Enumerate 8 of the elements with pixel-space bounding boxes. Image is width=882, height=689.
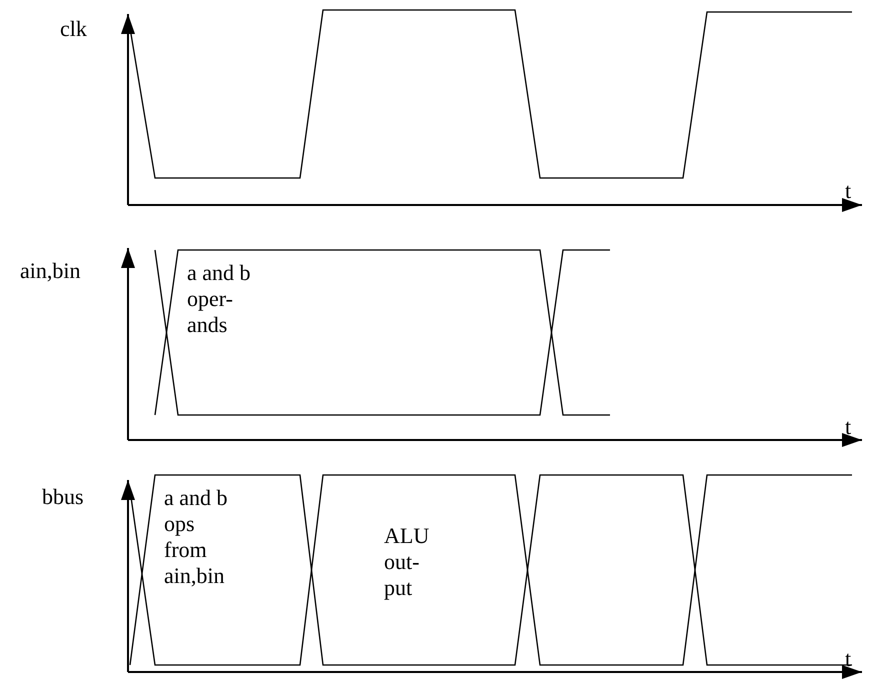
signal-label: ain,bin [20, 258, 82, 284]
waveform-annotation: a and b oper- ands [187, 260, 252, 338]
waveform-annotation: a and b ops from ain,bin [164, 485, 229, 589]
waveform-annotation: ALU out- put [384, 523, 430, 601]
axis-label: t [845, 414, 852, 440]
signal-label: bbus [42, 484, 85, 510]
signal-label: clk [60, 16, 88, 42]
axis-label: t [845, 178, 852, 204]
